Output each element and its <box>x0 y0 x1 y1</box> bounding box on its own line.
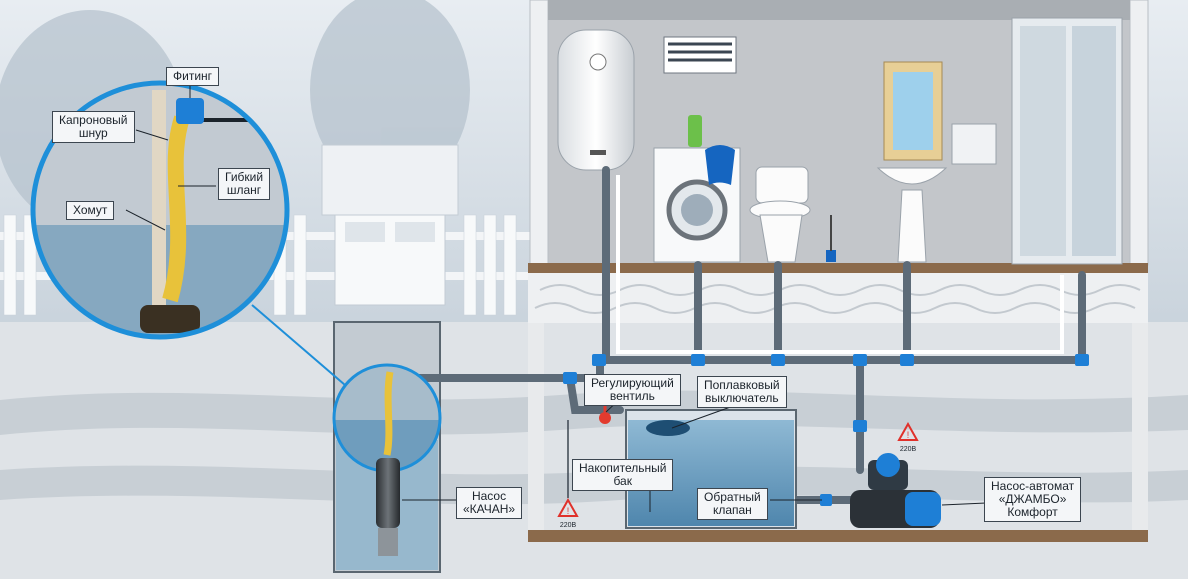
label-pump-station-line2: «ДЖАМБО» <box>998 492 1067 506</box>
label-pump-station: Насос-автомат «ДЖАМБО» Комфорт <box>984 477 1082 522</box>
flexible-hose-small <box>383 371 394 456</box>
label-flexible-hose: Гибкий шланг <box>218 168 271 200</box>
label-storage-tank: Накопительный бак <box>572 459 674 491</box>
label-storage-tank-line1: Накопительный <box>579 461 667 475</box>
label-pump-kachan-line1: Насос <box>471 489 507 503</box>
label-float-switch: Поплавковый выключатель <box>697 376 787 408</box>
svg-text:!: ! <box>567 506 570 516</box>
label-regulating-valve-line2: вентиль <box>609 389 655 403</box>
sink <box>876 61 997 263</box>
label-pump-station-line1: Насос-автомат <box>991 479 1075 493</box>
warning-triangle-icon: ! <box>557 497 579 517</box>
label-nylon-cord-line1: Капроновый <box>59 113 128 127</box>
voltage-label-1: 220В <box>560 522 577 529</box>
well-house <box>321 144 459 306</box>
label-flexible-hose-line2: шланг <box>226 183 262 197</box>
label-pump-kachan: Насос «КАЧАН» <box>456 487 523 519</box>
label-float-switch-line2: выключатель <box>704 391 779 405</box>
label-float-switch-line1: Поплавковый <box>704 378 780 392</box>
pump-station <box>850 453 941 528</box>
label-regulating-valve: Регулирующий вентиль <box>584 374 681 406</box>
hot-water-pipe <box>616 175 1064 354</box>
label-regulating-valve-line1: Регулирующий <box>591 376 674 390</box>
label-check-valve-line1: Обратный <box>704 490 761 504</box>
svg-text:!: ! <box>907 430 910 440</box>
shower-cabin <box>1011 17 1123 265</box>
washing-machine <box>653 115 741 263</box>
warning-triangle-icon: ! <box>897 421 919 441</box>
voltage-label-2: 220В <box>900 446 917 453</box>
label-fitting: Фитинг <box>166 67 220 86</box>
label-check-valve: Обратный клапан <box>697 488 768 520</box>
label-nylon-cord-line2: шнур <box>78 126 108 140</box>
submersible-pump <box>376 458 400 556</box>
label-flexible-hose-line1: Гибкий <box>225 170 264 184</box>
toilet <box>749 166 836 263</box>
label-pump-kachan-line2: «КАЧАН» <box>463 502 516 516</box>
pipe-fittings <box>563 354 1089 506</box>
water-heater <box>557 29 635 171</box>
label-clamp: Хомут <box>66 201 115 220</box>
label-storage-tank-line2: бак <box>613 474 632 488</box>
label-pump-station-line3: Комфорт <box>1007 505 1058 519</box>
label-check-valve-line2: клапан <box>712 503 752 517</box>
label-nylon-cord: Капроновый шнур <box>52 111 135 143</box>
